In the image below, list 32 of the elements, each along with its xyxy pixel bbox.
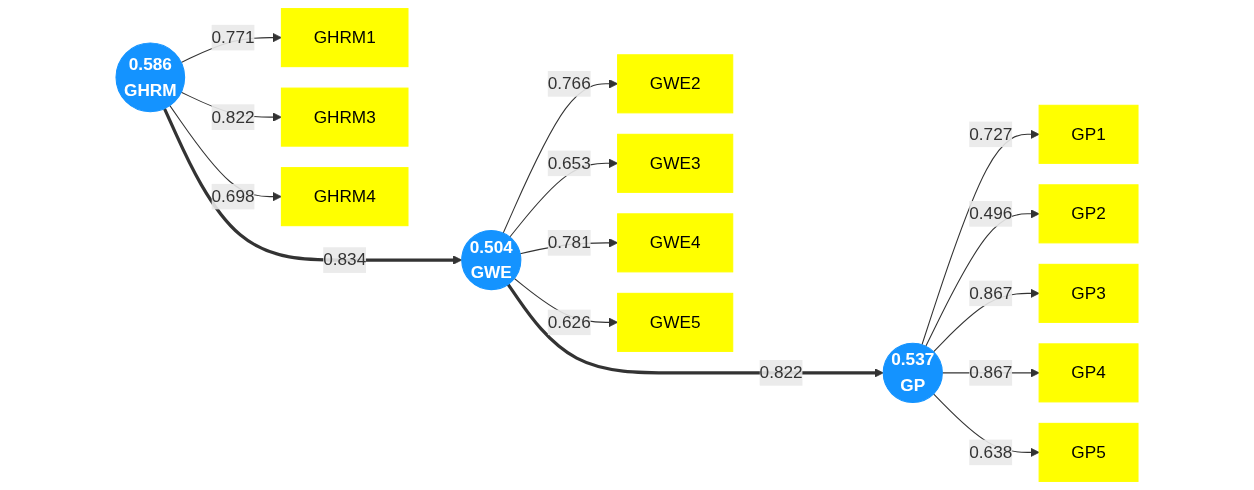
node-box: GP3 bbox=[1038, 263, 1139, 323]
edge-label: 0.822 bbox=[211, 107, 255, 126]
edge-label: 0.867 bbox=[969, 283, 1013, 302]
node-box: GHRM3 bbox=[280, 87, 409, 147]
node-box: GWE4 bbox=[617, 213, 734, 273]
edge-label: 0.766 bbox=[547, 74, 591, 93]
node-box: GWE3 bbox=[617, 133, 734, 193]
node-box: GHRM4 bbox=[280, 167, 409, 227]
node-box: GWE2 bbox=[617, 54, 734, 114]
node-circle: 0.586 GHRM bbox=[115, 42, 186, 113]
node-circle: 0.537 GP bbox=[882, 342, 943, 403]
edge-label: 0.626 bbox=[547, 312, 591, 331]
node-box: GWE5 bbox=[617, 292, 734, 352]
arrow bbox=[506, 283, 884, 378]
node-box: GP2 bbox=[1038, 184, 1139, 244]
arrow bbox=[925, 209, 1040, 347]
node-box: GP5 bbox=[1038, 422, 1139, 482]
edge-label: 0.771 bbox=[211, 27, 255, 47]
edge-label: 0.727 bbox=[969, 124, 1013, 143]
edge-label: 0.653 bbox=[547, 153, 591, 172]
node-circle: 0.504 GWE bbox=[461, 229, 522, 291]
edge-label: 0.698 bbox=[211, 186, 255, 206]
edge-label: 0.638 bbox=[969, 442, 1013, 461]
node-box: GP1 bbox=[1038, 104, 1139, 164]
edge-label: 0.496 bbox=[969, 204, 1013, 223]
edge-label: 0.834 bbox=[323, 250, 367, 269]
edge-label: 0.781 bbox=[547, 233, 591, 252]
arrow bbox=[921, 129, 1040, 346]
edge-label: 0.822 bbox=[759, 363, 803, 382]
node-box: GHRM1 bbox=[280, 8, 409, 68]
node-box: GP4 bbox=[1038, 343, 1139, 403]
edge-label: 0.867 bbox=[969, 363, 1013, 382]
